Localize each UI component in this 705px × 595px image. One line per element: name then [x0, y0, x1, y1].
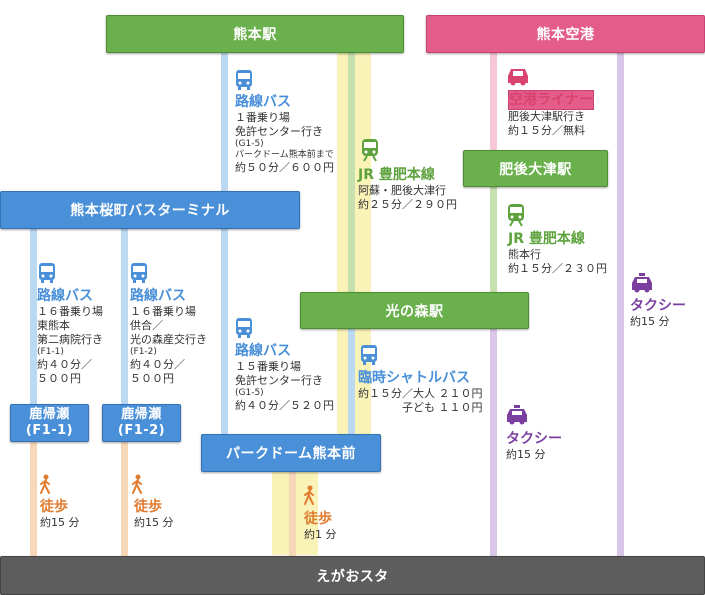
- route-detail: 肥後大津駅行き: [508, 110, 585, 123]
- route-time-fare: 約１５分／大人 ２１０円: [358, 387, 483, 400]
- station-egao-stadium[interactable]: えがおスタ: [0, 556, 705, 595]
- route-title: 路線バス: [235, 94, 291, 110]
- train-icon: [508, 204, 524, 227]
- route-fare: ５００円: [130, 372, 174, 385]
- car-icon: [508, 69, 528, 86]
- line-walk-f12: [121, 441, 128, 557]
- taxi-icon: [507, 405, 527, 425]
- route-title: 路線バス: [235, 343, 291, 359]
- station-parkdome[interactable]: パークドーム熊本前: [201, 434, 381, 472]
- route-jr-kumamoto: JR 豊肥本線 阿蘇・肥後大津行 約２５分／２９０円: [358, 166, 457, 212]
- route-title: タクシー: [506, 431, 562, 447]
- route-fare-child: 子ども １１０円: [402, 401, 483, 414]
- stop-kagase-f11-code: (F1-1): [25, 423, 74, 438]
- bus-icon: [236, 318, 252, 338]
- stop-kagase-f11-name: 鹿帰瀬: [29, 407, 70, 422]
- line-walk-parkdome: [289, 471, 296, 557]
- route-detail: 免許センター行き: [235, 374, 323, 387]
- route-detail: １番乗り場: [235, 111, 290, 124]
- route-airport-liner: 空港ライナー 肥後大津駅行き 約１５分／無料: [508, 90, 594, 138]
- bus-icon: [236, 70, 252, 90]
- route-code: (G1-5): [235, 388, 264, 398]
- line-jr-kumamoto: [348, 52, 355, 292]
- route-time-fare: 約５０分／６００円: [235, 161, 334, 174]
- route-title: 徒歩: [40, 499, 68, 515]
- stop-kagase-f12[interactable]: 鹿帰瀬 (F1-2): [102, 404, 181, 442]
- route-detail: １５番乗り場: [235, 360, 301, 373]
- train-icon: [362, 139, 378, 162]
- route-code: (G1-5): [235, 139, 264, 149]
- route-walk-parkdome: 徒歩 約1 分: [304, 510, 337, 542]
- route-time: 約1 分: [304, 528, 337, 541]
- route-title: 臨時シャトルバス: [358, 370, 470, 386]
- route-walk-f12: 徒歩 約15 分: [134, 498, 174, 530]
- line-bus-kumamoto: [221, 52, 228, 434]
- route-title: 徒歩: [134, 499, 162, 515]
- line-taxi-airport: [617, 52, 624, 557]
- line-jr-ozu: [490, 186, 497, 292]
- route-title: タクシー: [630, 298, 686, 314]
- walk-icon: [304, 485, 314, 505]
- route-time: 約15 分: [630, 315, 670, 328]
- route-bus-kumamoto: 路線バス １番乗り場 免許センター行き (G1-5) パークドーム熊本前まで 約…: [235, 93, 334, 175]
- bus-icon: [361, 345, 377, 365]
- route-title: JR 豊肥本線: [508, 231, 585, 247]
- walk-icon: [40, 474, 50, 494]
- route-title: 路線バス: [37, 288, 93, 304]
- route-detail: 供合／: [130, 319, 163, 332]
- route-bus-15: 路線バス １５番乗り場 免許センター行き (G1-5) 約４０分／５２０円: [235, 342, 334, 413]
- route-detail: 光の森産交行き: [130, 333, 207, 346]
- line-sakuramachi-f11: [30, 228, 37, 404]
- route-fare: ５００円: [37, 372, 81, 385]
- route-time-fare: 約２５分／２９０円: [358, 198, 457, 211]
- route-detail: 免許センター行き: [235, 125, 323, 138]
- route-detail: パークドーム熊本前まで: [235, 150, 334, 160]
- station-hikarinomori[interactable]: 光の森駅: [300, 292, 529, 329]
- stop-kagase-f11[interactable]: 鹿帰瀬 (F1-1): [10, 404, 89, 442]
- stop-kagase-f12-name: 鹿帰瀬: [121, 407, 162, 422]
- route-time-fare: 約４０分／５２０円: [235, 399, 334, 412]
- stop-kagase-f12-code: (F1-2): [117, 423, 166, 438]
- line-taxi-ozu: [490, 328, 497, 557]
- line-walk-f11: [30, 441, 37, 557]
- route-shuttle-bus: 臨時シャトルバス 約１５分／大人 ２１０円 子ども １１０円: [358, 369, 483, 415]
- bus-icon: [131, 263, 147, 283]
- route-time: 約15 分: [40, 516, 80, 529]
- route-detail: 第二病院行き: [37, 333, 103, 346]
- route-jr-ozu: JR 豊肥本線 熊本行 約１５分／２３０円: [508, 230, 607, 276]
- route-taxi-airport: タクシー 約15 分: [630, 297, 686, 329]
- route-title: 空港ライナー: [508, 90, 594, 110]
- route-detail: 阿蘇・肥後大津行: [358, 184, 446, 197]
- taxi-icon: [632, 273, 652, 293]
- route-title: JR 豊肥本線: [358, 167, 435, 183]
- route-bus-f12: 路線バス １６番乗り場 供合／ 光の森産交行き (F1-2) 約４０分／ ５００…: [130, 287, 207, 386]
- station-airport[interactable]: 熊本空港: [426, 15, 705, 53]
- route-code: (F1-2): [130, 347, 157, 357]
- route-time-fare: 約４０分／: [37, 358, 92, 371]
- route-taxi-ozu: タクシー 約15 分: [506, 430, 562, 462]
- station-kumamoto[interactable]: 熊本駅: [106, 15, 404, 53]
- route-detail: 熊本行: [508, 248, 541, 261]
- bus-icon: [39, 263, 55, 283]
- walk-icon: [132, 474, 142, 494]
- line-sakuramachi-f12: [121, 228, 128, 404]
- route-bus-f11: 路線バス １６番乗り場 東熊本 第二病院行き (F1-1) 約４０分／ ５００円: [37, 287, 103, 386]
- route-walk-f11: 徒歩 約15 分: [40, 498, 80, 530]
- route-time-fare: 約１５分／２３０円: [508, 262, 607, 275]
- line-shuttle: [348, 328, 355, 434]
- station-higo-ozu[interactable]: 肥後大津駅: [463, 150, 608, 187]
- route-detail: １６番乗り場: [130, 305, 196, 318]
- route-title: 路線バス: [130, 288, 186, 304]
- route-time: 約15 分: [506, 448, 546, 461]
- route-detail: １６番乗り場: [37, 305, 103, 318]
- route-title: 徒歩: [304, 511, 332, 527]
- line-airport-liner: [490, 52, 497, 152]
- station-sakuramachi[interactable]: 熊本桜町バスターミナル: [0, 191, 300, 229]
- route-time-fare: 約４０分／: [130, 358, 185, 371]
- route-time-fare: 約１５分／無料: [508, 124, 585, 137]
- route-code: (F1-1): [37, 347, 64, 357]
- route-time: 約15 分: [134, 516, 174, 529]
- route-detail: 東熊本: [37, 319, 70, 332]
